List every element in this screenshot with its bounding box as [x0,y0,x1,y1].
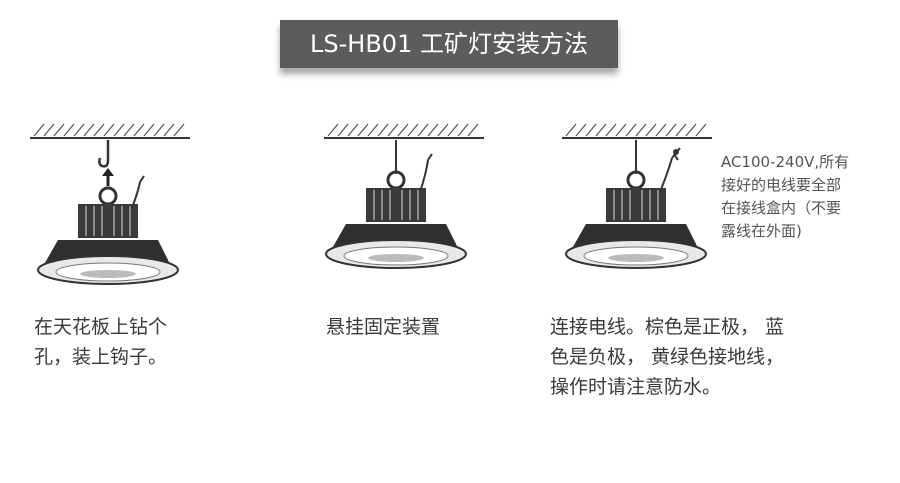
step-3-caption: 连接电线。棕色是正极， 蓝 色是负极， 黄绿色接地线， 操作时请注意防水。 [550,316,785,398]
step-2-illustration [324,123,484,269]
ceiling-hatch-icon [324,123,484,139]
high-bay-lamp-icon [325,170,467,269]
step-1-illustration [30,123,190,285]
ceiling-hatch-icon [30,123,190,139]
step-3: 连接电线。棕色是正极， 蓝 色是负极， 黄绿色接地线， 操作时请注意防水。 [550,100,852,400]
step-3-illustration [562,123,712,269]
power-cable-icon [419,153,433,193]
high-bay-lamp-icon [565,170,707,269]
page-title: LS-HB01 工矿灯安装方法 [280,20,618,68]
high-bay-lamp-icon [37,186,179,285]
wiring-note: AC100-240V,所有 接好的电线要全部 在接线盒内（不要 露线在外面) [721,153,850,240]
junction-box-wires-icon [659,147,681,193]
hook-icon [98,140,110,168]
step-1: 在天花板上钻个 孔，装上钩子。 [20,100,320,400]
up-arrow-icon [102,168,114,186]
power-cable-icon [131,175,145,209]
ceiling-hatch-icon [562,123,712,139]
step-1-caption: 在天花板上钻个 孔，装上钩子。 [34,316,168,368]
step-2: 悬挂固定装置 [306,100,606,400]
step-2-caption: 悬挂固定装置 [326,316,441,338]
